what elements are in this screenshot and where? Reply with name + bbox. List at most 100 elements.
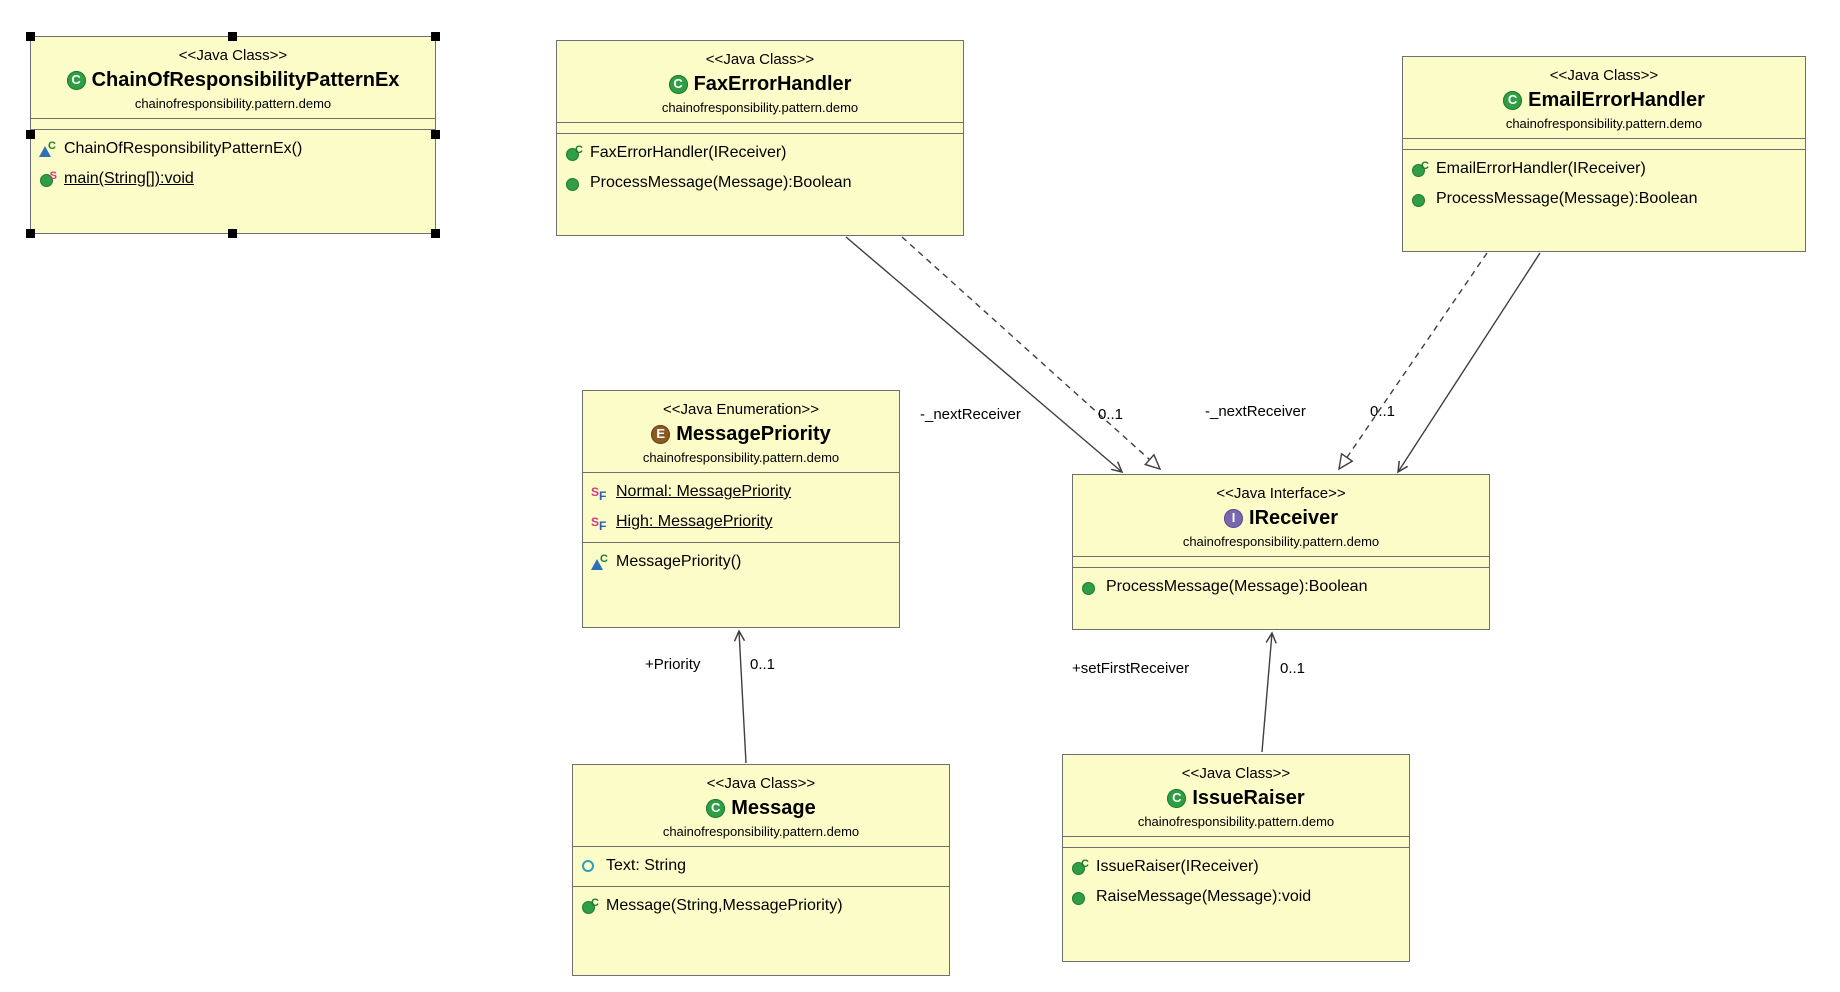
selection-handle[interactable] [26, 229, 35, 238]
class-name: EmailErrorHandler [1528, 89, 1705, 111]
association-fax-nextreceiver[interactable] [845, 236, 1124, 474]
selection-handle[interactable] [228, 229, 237, 238]
method-row[interactable]: main(String[]):void [37, 164, 429, 194]
class-box-fax-error-handler[interactable]: <<Java Class>> FaxErrorHandler chainofre… [556, 40, 964, 236]
stereotype: <<Java Class>> [706, 775, 816, 792]
field-label: Text: String [606, 857, 687, 874]
package-field-icon [581, 858, 598, 875]
method-label: MessagePriority() [616, 553, 742, 570]
class-name: Message [731, 797, 816, 819]
association-issueraiser-setfirstreceiver[interactable] [1261, 631, 1277, 753]
stereotype: <<Java Interface>> [1216, 485, 1346, 502]
methods-compartment: IssueRaiser(IReceiver) RaiseMessage(Mess… [1063, 847, 1409, 961]
methods-compartment: FaxErrorHandler(IReceiver) ProcessMessag… [557, 133, 963, 235]
method-label: ChainOfResponsibilityPatternEx() [64, 140, 303, 157]
method-row[interactable]: ProcessMessage(Message):Boolean [563, 168, 957, 198]
class-box-chain-of-responsibility-pattern-ex[interactable]: <<Java Class>> ChainOfResponsibilityPatt… [26, 32, 440, 238]
stereotype: <<Java Enumeration>> [663, 401, 819, 418]
public-constructor-icon [581, 893, 599, 915]
package-name: chainofresponsibility.pattern.demo [661, 100, 859, 115]
package-name: chainofresponsibility.pattern.demo [134, 96, 332, 111]
field-row[interactable]: High: MessagePriority [589, 507, 893, 537]
fields-compartment [557, 122, 963, 133]
realization-fax-ireceiver[interactable] [901, 236, 1160, 469]
fields-compartment [1073, 556, 1489, 567]
stereotype: <<Java Class>> [705, 51, 815, 68]
method-row[interactable]: ChainOfResponsibilityPatternEx() [37, 134, 429, 164]
class-name: MessagePriority [676, 423, 831, 445]
class-icon [1167, 788, 1187, 808]
interface-box-ireceiver[interactable]: <<Java Interface>> IReceiver chainofresp… [1072, 474, 1490, 630]
class-icon [668, 74, 688, 94]
field-row[interactable]: Text: String [579, 851, 943, 881]
interface-icon [1224, 508, 1244, 528]
class-box-issue-raiser[interactable]: <<Java Class>> IssueRaiser chainofrespon… [1062, 754, 1410, 962]
methods-compartment: ProcessMessage(Message):Boolean [1073, 567, 1489, 629]
public-method-icon [1071, 889, 1088, 906]
association-role-label[interactable]: -_nextReceiver [920, 406, 1021, 423]
stereotype: <<Java Class>> [1181, 765, 1291, 782]
method-label: Message(String,MessagePriority) [606, 897, 843, 914]
method-label: RaiseMessage(Message):void [1096, 888, 1312, 905]
multiplicity-label[interactable]: 0..1 [1370, 403, 1396, 420]
selection-handle[interactable] [26, 130, 35, 139]
association-email-nextreceiver[interactable] [1397, 252, 1541, 474]
package-name: chainofresponsibility.pattern.demo [1505, 116, 1703, 131]
method-row[interactable]: RaiseMessage(Message):void [1069, 882, 1403, 912]
field-label: Normal: MessagePriority [616, 483, 792, 500]
method-label: IssueRaiser(IReceiver) [1096, 858, 1259, 875]
class-box-email-error-handler[interactable]: <<Java Class>> EmailErrorHandler chainof… [1402, 56, 1806, 252]
class-title: <<Java Interface>> IReceiver chainofresp… [1073, 475, 1489, 556]
public-constructor-icon [565, 140, 583, 162]
static-final-field-icon [591, 512, 608, 536]
method-row[interactable]: MessagePriority() [589, 547, 893, 577]
association-role-label[interactable]: +setFirstReceiver [1072, 660, 1190, 677]
selection-handle[interactable] [431, 130, 440, 139]
method-row[interactable]: Message(String,MessagePriority) [579, 891, 943, 921]
method-row[interactable]: FaxErrorHandler(IReceiver) [563, 138, 957, 168]
realization-email-ireceiver[interactable] [1339, 252, 1488, 469]
stereotype: <<Java Class>> [1549, 67, 1659, 84]
method-label: ProcessMessage(Message):Boolean [590, 174, 852, 191]
package-constructor-icon [591, 549, 608, 571]
class-title: <<Java Class>> ChainOfResponsibilityPatt… [31, 37, 435, 118]
method-label: ProcessMessage(Message):Boolean [1106, 578, 1368, 595]
selection-handle[interactable] [431, 32, 440, 41]
association-role-label[interactable]: -_nextReceiver [1205, 403, 1306, 420]
stereotype: <<Java Class>> [178, 47, 288, 64]
field-row[interactable]: Normal: MessagePriority [589, 477, 893, 507]
class-icon [1503, 90, 1523, 110]
association-message-priority[interactable] [733, 629, 747, 764]
class-box-message[interactable]: <<Java Class>> Message chainofresponsibi… [572, 764, 950, 976]
multiplicity-label[interactable]: 0..1 [1280, 660, 1306, 677]
selection-handle[interactable] [228, 32, 237, 41]
enum-box-message-priority[interactable]: <<Java Enumeration>> MessagePriority cha… [582, 390, 900, 628]
method-row[interactable]: IssueRaiser(IReceiver) [1069, 852, 1403, 882]
class-name: IssueRaiser [1192, 787, 1305, 809]
public-method-icon [1411, 191, 1428, 208]
method-label: ProcessMessage(Message):Boolean [1436, 190, 1698, 207]
method-row[interactable]: EmailErrorHandler(IReceiver) [1409, 154, 1799, 184]
multiplicity-label[interactable]: 0..1 [1098, 406, 1124, 423]
method-row[interactable]: ProcessMessage(Message):Boolean [1079, 572, 1483, 602]
selection-handle[interactable] [431, 229, 440, 238]
multiplicity-label[interactable]: 0..1 [750, 656, 776, 673]
fields-compartment [31, 118, 435, 129]
selection-handle[interactable] [26, 32, 35, 41]
fields-compartment: Text: String [573, 846, 949, 886]
method-row[interactable]: ProcessMessage(Message):Boolean [1409, 184, 1799, 214]
static-final-field-icon [591, 482, 608, 506]
package-name: chainofresponsibility.pattern.demo [1182, 534, 1380, 549]
class-icon [66, 70, 86, 90]
field-label: High: MessagePriority [616, 513, 773, 530]
public-constructor-icon [1411, 156, 1429, 178]
package-name: chainofresponsibility.pattern.demo [662, 824, 860, 839]
method-label: main(String[]):void [64, 170, 194, 187]
public-method-icon [565, 175, 582, 192]
class-title: <<Java Class>> EmailErrorHandler chainof… [1403, 57, 1805, 138]
package-constructor-icon [39, 136, 56, 158]
association-role-label[interactable]: +Priority [645, 656, 701, 673]
public-static-method-icon [39, 166, 57, 188]
public-method-icon [1081, 579, 1098, 596]
